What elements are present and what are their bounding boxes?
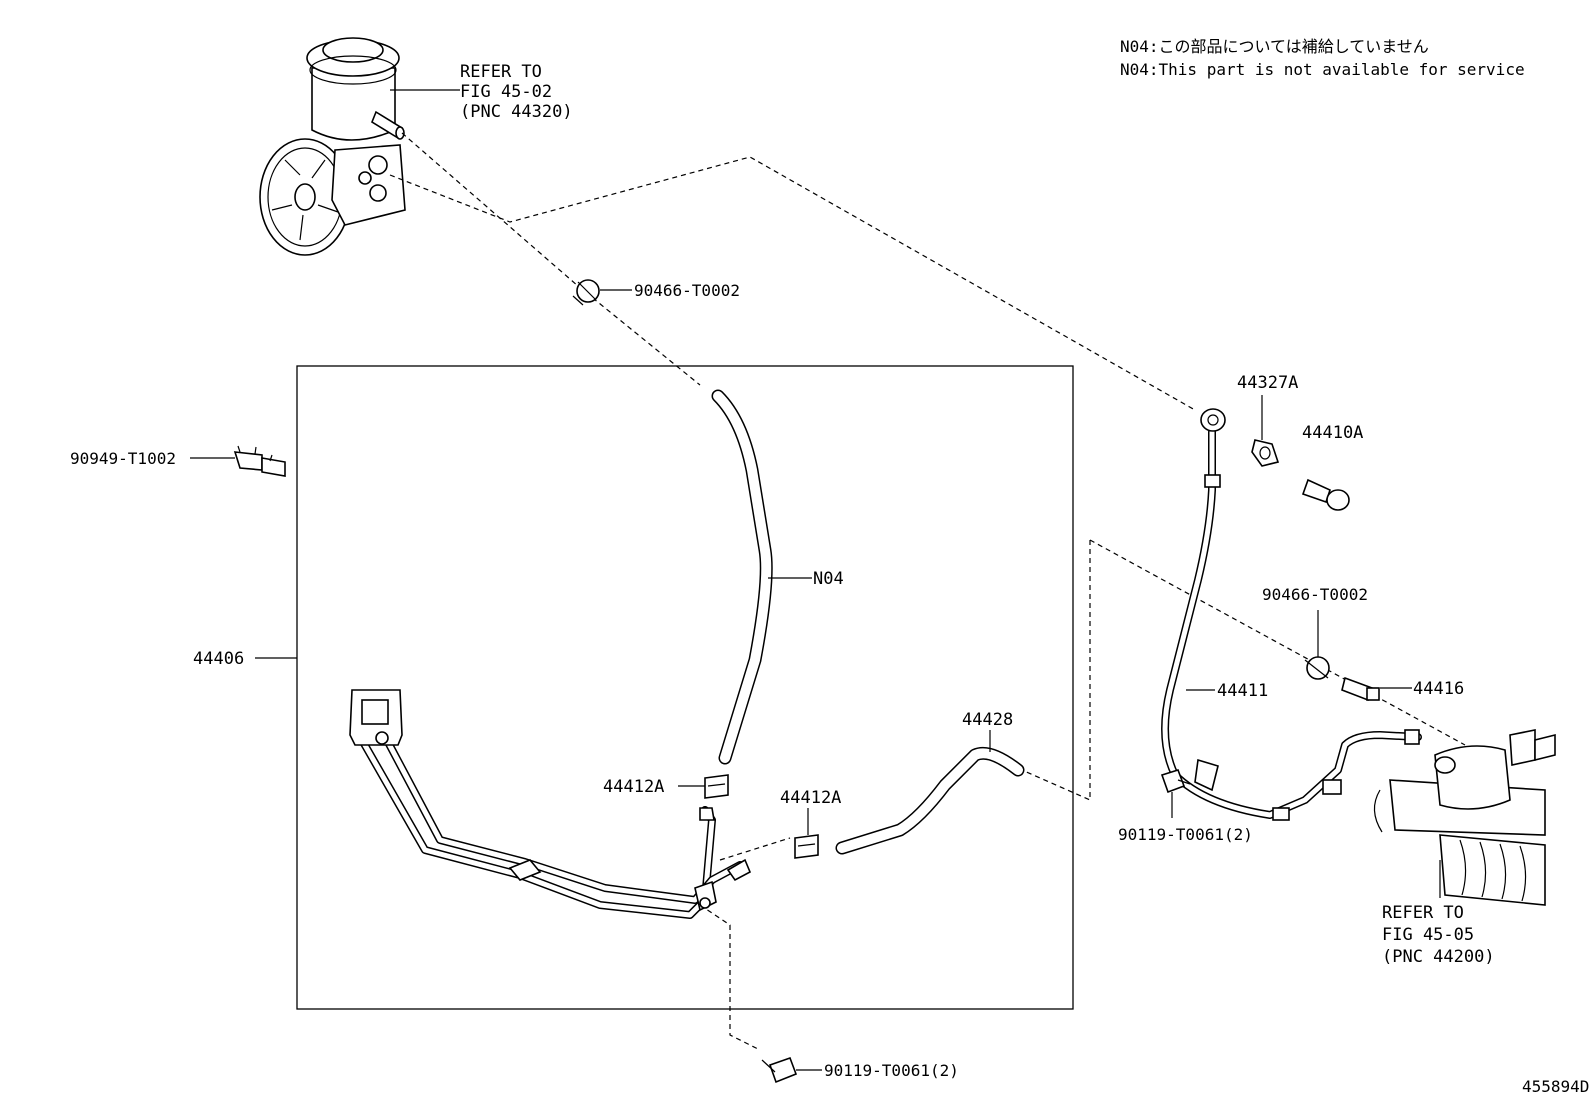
dash-bottom-bolt bbox=[699, 904, 761, 1051]
pump-ref-line2: FIG 45-02 bbox=[460, 82, 552, 102]
dash-right-clamp bbox=[1089, 539, 1466, 746]
label-union-bolt: 44410A bbox=[1302, 423, 1363, 443]
steering-gear-housing bbox=[1373, 729, 1556, 906]
bolt-right bbox=[1160, 769, 1191, 794]
label-bolt-right: 90119-T0061(2) bbox=[1118, 825, 1253, 844]
label-assembly: 44406 bbox=[193, 649, 244, 669]
gear-ref-line3: (PNC 44200) bbox=[1382, 947, 1495, 967]
hose-clamp-a2 bbox=[794, 834, 819, 859]
label-union: 44416 bbox=[1413, 679, 1464, 699]
gear-ref-line1: REFER TO bbox=[1382, 903, 1464, 923]
label-pressure-tube: 44411 bbox=[1217, 681, 1268, 701]
note-jp: N04:この部品については補給していません bbox=[1120, 37, 1429, 56]
label-clamp-right: 90466-T0002 bbox=[1262, 585, 1368, 604]
label-clip-left: 90949-T1002 bbox=[70, 449, 176, 468]
dash-pump-to-hose bbox=[401, 132, 701, 386]
assembly-box bbox=[296, 365, 1074, 1010]
union-bolt bbox=[1301, 478, 1350, 511]
return-hose bbox=[835, 746, 1025, 855]
label-clamp-a2: 44412A bbox=[780, 788, 841, 808]
pressure-feed-tube bbox=[1161, 408, 1422, 821]
gear-ref-line2: FIG 45-05 bbox=[1382, 925, 1474, 945]
dash-hose-to-clamp bbox=[719, 837, 791, 861]
cooler-pipe bbox=[349, 689, 752, 919]
pump-ref-line1: REFER TO bbox=[460, 62, 542, 82]
dash-pump-to-tube bbox=[389, 156, 1196, 411]
gasket bbox=[1251, 439, 1280, 467]
bolt-bottom bbox=[761, 1056, 798, 1084]
pipe-clip-left bbox=[233, 445, 286, 477]
hose-clamp-right bbox=[1304, 656, 1330, 680]
hose-clamp-a1 bbox=[704, 774, 729, 799]
union-fitting bbox=[1341, 676, 1380, 702]
label-hose-n04: N04 bbox=[813, 569, 844, 589]
note-en: N04:This part is not available for servi… bbox=[1120, 60, 1525, 79]
hose-clamp-top bbox=[572, 279, 600, 306]
label-clamp-a1: 44412A bbox=[603, 777, 664, 797]
label-gasket: 44327A bbox=[1237, 373, 1298, 393]
suction-hose-n04 bbox=[711, 389, 773, 765]
label-bolt-bottom: 90119-T0061(2) bbox=[824, 1061, 959, 1080]
power-steering-pump bbox=[259, 37, 406, 256]
label-return-hose: 44428 bbox=[962, 710, 1013, 730]
pump-ref-line3: (PNC 44320) bbox=[460, 102, 573, 122]
dash-return-bracket bbox=[1021, 540, 1091, 801]
label-clamp-top: 90466-T0002 bbox=[634, 281, 740, 300]
figure-id: 455894D bbox=[1522, 1077, 1589, 1096]
